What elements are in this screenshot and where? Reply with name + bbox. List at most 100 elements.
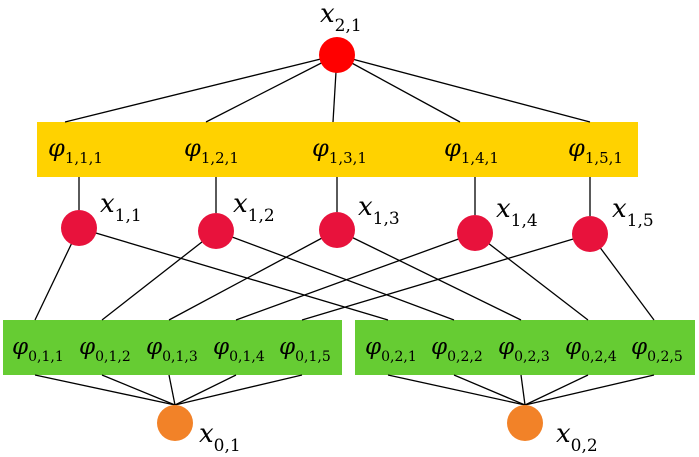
hidden-function-label: φ1,3,1 (312, 134, 367, 167)
input-node-label: x0,2 (556, 419, 598, 456)
input-function-band-1 (3, 320, 342, 375)
output-node (319, 37, 355, 73)
label-symbol: x (199, 419, 214, 449)
input-function-label: φ0,2,5 (631, 334, 683, 365)
hidden-node-label: x1,2 (233, 189, 275, 226)
label-subscript: 0,1,3 (162, 349, 198, 365)
label-subscript: 1,4,1 (461, 149, 499, 167)
input-function-label: φ0,2,4 (565, 334, 617, 365)
edge-input-function-to-node (174, 374, 237, 406)
label-subscript: 1,3 (373, 209, 400, 229)
label-subscript: 0,1,1 (28, 349, 64, 365)
hidden-function-band (37, 122, 638, 177)
edge-hidden-to-input-function (168, 229, 338, 321)
label-symbol: φ (631, 334, 648, 360)
label-symbol: φ (184, 134, 201, 162)
hidden-function-label: φ1,5,1 (568, 134, 623, 167)
edge-output-to-function (336, 54, 591, 123)
edge-input-function-to-node (168, 374, 176, 406)
hidden-node (198, 213, 234, 249)
label-symbol: φ (213, 334, 230, 360)
edge-input-function-to-node (34, 374, 176, 406)
input-node-label: x0,1 (199, 419, 241, 456)
label-symbol: x (612, 194, 627, 224)
edge-hidden-to-input-function (301, 233, 591, 321)
label-symbol: φ (79, 334, 96, 360)
hidden-function-label: φ1,1,1 (48, 134, 103, 167)
label-subscript: 1,1,1 (65, 149, 103, 167)
label-subscript: 0,2,4 (581, 349, 617, 365)
label-symbol: φ (365, 334, 382, 360)
label-subscript: 0,2 (571, 436, 598, 456)
edge-output-to-function (205, 54, 338, 123)
label-symbol: φ (312, 134, 329, 162)
label-symbol: φ (48, 134, 65, 162)
edge-input-function-to-node (174, 374, 303, 406)
hidden-node-label: x1,4 (496, 194, 538, 231)
label-subscript: 1,5,1 (585, 149, 623, 167)
edge-input-function-to-node (524, 374, 655, 406)
input-function-label: φ0,2,1 (365, 334, 417, 365)
label-subscript: 1,2 (248, 206, 275, 226)
input-function-label: φ0,1,3 (146, 334, 198, 365)
label-subscript: 0,1,2 (95, 349, 131, 365)
hidden-node (457, 215, 493, 251)
edge-hidden-to-input-function (235, 232, 476, 321)
input-node-2 (507, 405, 543, 441)
input-node-1 (157, 405, 193, 441)
edge-hidden-to-input-function (101, 230, 217, 321)
hidden-node-label: x1,5 (612, 194, 654, 231)
edge-input-function-to-node (520, 374, 526, 406)
label-symbol: φ (565, 334, 582, 360)
hidden-node (61, 210, 97, 246)
label-symbol: x (100, 189, 115, 219)
label-symbol: φ (444, 134, 461, 162)
label-subscript: 0,1 (214, 436, 241, 456)
edge-hidden-to-input-function (215, 230, 455, 321)
input-function-label: φ0,2,2 (431, 334, 483, 365)
label-symbol: x (556, 419, 571, 449)
label-symbol: φ (146, 334, 163, 360)
input-function-label: φ0,1,2 (79, 334, 131, 365)
label-subscript: 1,3,1 (329, 149, 367, 167)
input-function-label: φ0,1,5 (279, 334, 331, 365)
input-function-label: φ0,1,1 (12, 334, 64, 365)
edge-hidden-to-input-function (474, 232, 589, 321)
label-symbol: x (233, 189, 248, 219)
hidden-function-label: φ1,2,1 (184, 134, 239, 167)
hidden-node (319, 212, 355, 248)
hidden-function-label: φ1,4,1 (444, 134, 499, 167)
edge-input-function-to-node (387, 374, 526, 406)
input-function-band-2 (355, 320, 695, 375)
output-node-label: x2,1 (320, 0, 362, 36)
label-subscript: 2,1 (335, 16, 362, 36)
label-symbol: x (496, 194, 511, 224)
label-subscript: 1,2,1 (201, 149, 239, 167)
hidden-node-label: x1,1 (100, 189, 142, 226)
edge-input-function-to-node (524, 374, 589, 406)
label-subscript: 1,5 (627, 211, 654, 231)
edge-output-to-function (336, 54, 461, 123)
label-symbol: φ (12, 334, 29, 360)
edge-hidden-to-input-function (336, 229, 522, 321)
input-function-label: φ0,2,3 (498, 334, 550, 365)
label-subscript: 0,1,5 (295, 349, 331, 365)
hidden-node-label: x1,3 (358, 192, 400, 229)
label-subscript: 0,2,3 (514, 349, 550, 365)
edge-output-to-function (64, 54, 338, 123)
label-subscript: 0,2,2 (447, 349, 483, 365)
label-subscript: 0,2,5 (647, 349, 683, 365)
edge-input-function-to-node (101, 374, 176, 406)
label-subscript: 1,1 (115, 206, 142, 226)
hidden-node (572, 216, 608, 252)
label-symbol: φ (568, 134, 585, 162)
label-symbol: x (358, 192, 373, 222)
label-subscript: 0,1,4 (229, 349, 265, 365)
label-subscript: 0,2,1 (381, 349, 417, 365)
label-symbol: φ (498, 334, 515, 360)
edge-input-function-to-node (453, 374, 526, 406)
label-symbol: x (320, 0, 335, 29)
label-symbol: φ (279, 334, 296, 360)
label-symbol: φ (431, 334, 448, 360)
